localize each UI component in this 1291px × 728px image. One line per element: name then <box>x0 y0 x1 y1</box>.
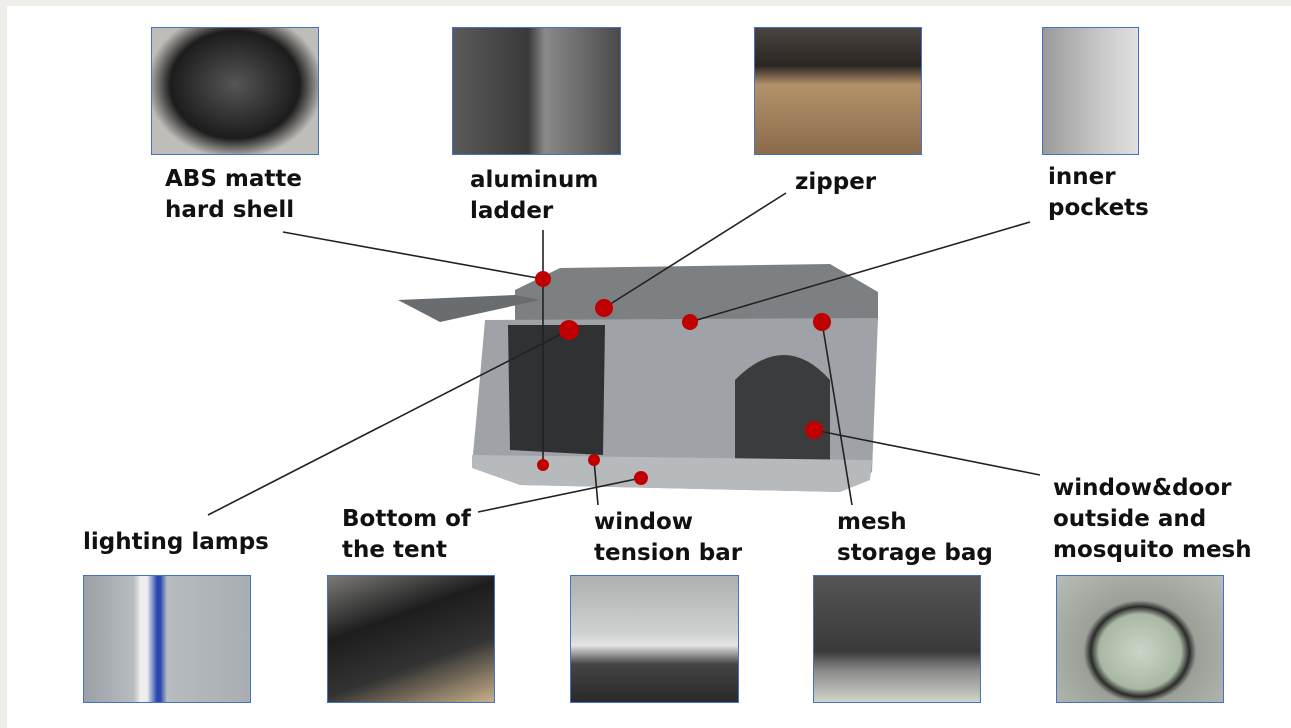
line-bottom <box>477 477 642 513</box>
line-shell <box>282 231 544 280</box>
label-line: storage bag <box>837 540 993 566</box>
label-line: window <box>594 509 694 535</box>
callout-lines <box>207 192 1041 516</box>
dot-zipper <box>595 299 613 317</box>
line-zipper <box>603 192 787 309</box>
label-line: mosquito mesh <box>1053 537 1252 563</box>
dot-tension <box>588 454 600 466</box>
label-window-tension-bar: window tension bar <box>594 507 742 569</box>
label-line: lighting lamps <box>83 529 269 555</box>
photo-hard-shell <box>151 27 319 155</box>
label-line: window&door <box>1053 475 1232 501</box>
photo-tent-bottom <box>327 575 495 703</box>
photo-zipper <box>754 27 922 155</box>
photo-aluminum-ladder <box>452 27 621 155</box>
line-tension <box>593 459 599 506</box>
label-aluminum-ladder: aluminum ladder <box>470 165 598 227</box>
dot-bottom <box>634 471 648 485</box>
label-hard-shell: ABS matte hard shell <box>165 164 302 226</box>
callout-dots <box>535 271 831 485</box>
label-line: the tent <box>342 537 447 563</box>
label-line: hard shell <box>165 197 295 223</box>
label-line: ladder <box>470 198 554 224</box>
label-line: aluminum <box>470 167 599 193</box>
label-mesh-storage-bag: mesh storage bag <box>837 507 993 569</box>
dot-pockets <box>682 314 698 330</box>
photo-lighting-lamps <box>83 575 251 703</box>
line-window <box>813 429 1041 476</box>
label-line: mesh <box>837 509 907 535</box>
label-inner-pockets: inner pockets <box>1048 162 1149 224</box>
label-zipper: zipper <box>795 167 876 198</box>
dot-mesh <box>813 313 831 331</box>
label-line: outside and <box>1053 506 1207 532</box>
dot-window <box>805 421 823 439</box>
tent-illustration <box>398 264 878 492</box>
label-line: ABS matte <box>165 166 302 192</box>
line-mesh <box>821 321 853 506</box>
line-lamps <box>207 329 570 516</box>
photo-mesh-storage-bag <box>813 575 981 703</box>
dot-lamps <box>559 320 579 340</box>
photo-window-door-mesh <box>1056 575 1224 703</box>
label-line: Bottom of <box>342 506 471 532</box>
label-line: zipper <box>795 169 877 195</box>
line-pockets <box>689 221 1031 323</box>
dot-ladder <box>537 459 549 471</box>
dot-shell <box>535 271 551 287</box>
label-line: pockets <box>1048 195 1149 221</box>
label-line: inner <box>1048 164 1116 190</box>
label-lighting-lamps: lighting lamps <box>83 527 269 558</box>
photo-inner-pockets <box>1042 27 1139 155</box>
label-window-door-mesh: window&door outside and mosquito mesh <box>1053 473 1252 566</box>
label-tent-bottom: Bottom of the tent <box>342 504 471 566</box>
photo-window-tension-bar <box>570 575 739 703</box>
label-line: tension bar <box>594 540 743 566</box>
